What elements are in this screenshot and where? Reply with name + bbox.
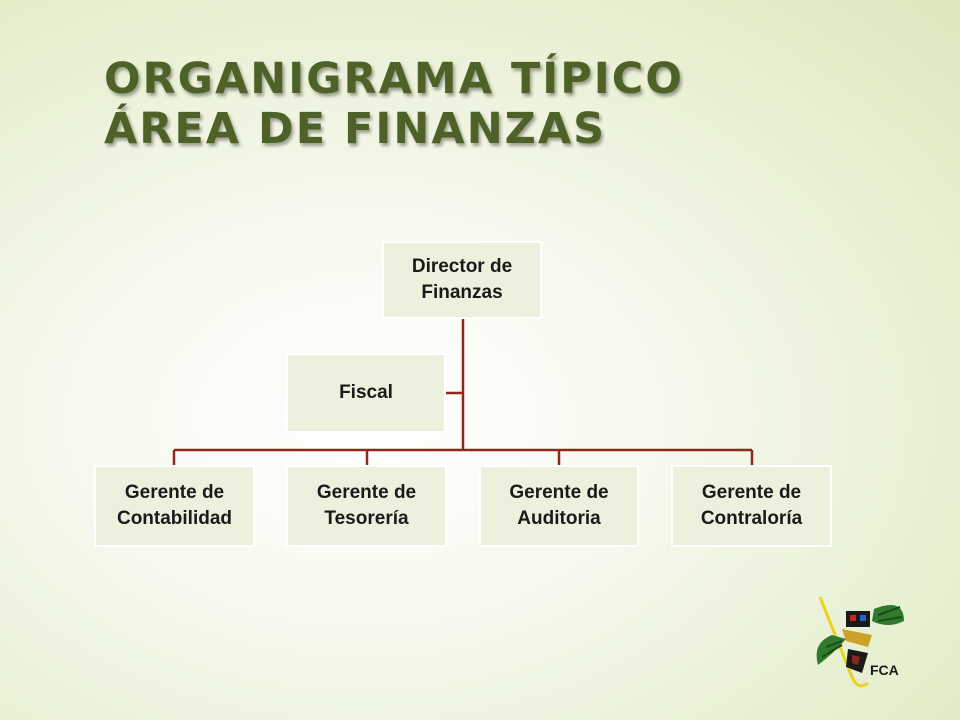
- title-line-1: ORGANIGRAMA TÍPICO: [104, 54, 684, 104]
- node-tesoreria-line-2: Tesorería: [324, 508, 409, 529]
- fca-logo-icon: FCA: [816, 596, 904, 688]
- title-line-2: ÁREA DE FINANZAS: [104, 104, 607, 154]
- node-gerente-auditoria: Gerente de Auditoria: [479, 465, 639, 547]
- node-fiscal: Fiscal: [286, 353, 446, 433]
- node-director-line-2: Finanzas: [421, 282, 503, 303]
- node-director-line-1: Director de: [411, 256, 513, 277]
- node-gerente-tesoreria: Gerente de Tesorería: [286, 465, 447, 547]
- node-fiscal-label: Fiscal: [339, 382, 393, 403]
- node-gerente-contraloria: Gerente de Contraloría: [671, 465, 832, 547]
- node-tesoreria-line-1: Gerente de: [316, 482, 417, 503]
- node-auditoria-line-1: Gerente de: [509, 482, 609, 503]
- fca-logo-text: FCA: [870, 662, 899, 678]
- page-title: ORGANIGRAMA TÍPICO ÁREA DE FINANZAS: [104, 54, 684, 154]
- node-director-finanzas: Director de Finanzas: [382, 241, 542, 319]
- node-contraloria-line-2: Contraloría: [700, 508, 803, 529]
- node-contabilidad-line-1: Gerente de: [124, 482, 225, 503]
- node-auditoria-line-2: Auditoria: [517, 508, 601, 529]
- node-contabilidad-line-2: Contabilidad: [116, 508, 233, 529]
- node-contraloria-line-1: Gerente de: [701, 482, 802, 503]
- node-gerente-contabilidad: Gerente de Contabilidad: [94, 465, 255, 547]
